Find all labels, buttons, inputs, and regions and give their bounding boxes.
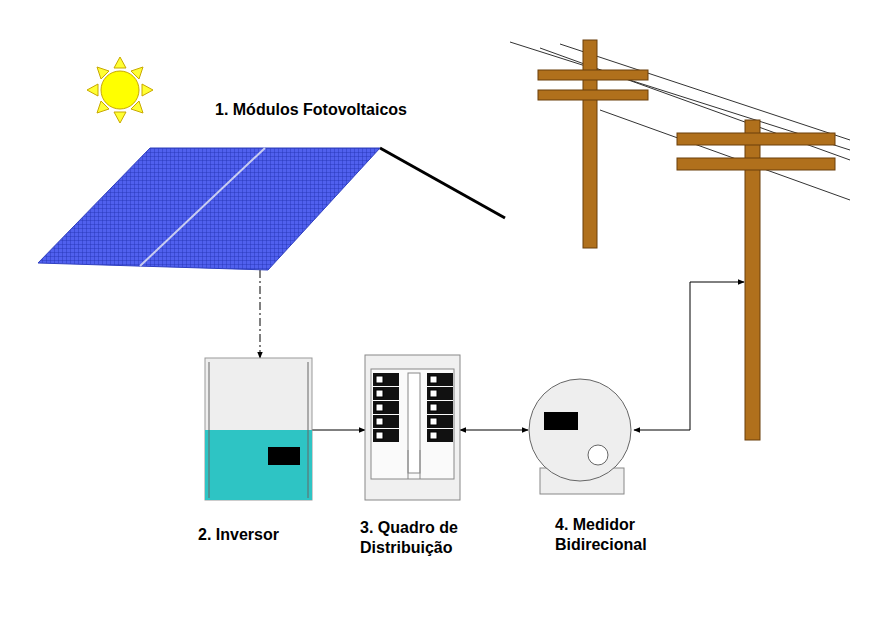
breaker (427, 373, 453, 386)
component-label: 4. Medidor Bidirecional (555, 515, 675, 555)
sun (87, 57, 153, 123)
connector (312, 430, 365, 431)
distribution-board: 3. Quadro de Distribuição (365, 355, 460, 500)
utility-pole (677, 120, 835, 440)
pv-panel-shape (38, 148, 380, 270)
grid-connection-wire (634, 282, 744, 430)
bidirectional-meter: 4. Medidor Bidirecional (528, 378, 632, 498)
roof-line (380, 148, 505, 218)
breaker (373, 415, 399, 428)
breaker (373, 373, 399, 386)
inverter-shape (205, 358, 312, 500)
breaker (427, 401, 453, 414)
board-housing (365, 355, 460, 500)
breaker (373, 429, 399, 442)
component-label: 3. Quadro de Distribuição (360, 518, 478, 558)
meter-display (544, 412, 578, 430)
panel-shape (38, 148, 380, 270)
connector (260, 270, 261, 358)
meter-shape (528, 378, 632, 498)
board-shape (365, 355, 460, 500)
breaker (427, 429, 453, 442)
utility-pole (538, 40, 648, 248)
meter-body (529, 379, 631, 481)
breaker (373, 401, 399, 414)
inverter-lower (205, 430, 312, 500)
breaker (427, 415, 453, 428)
inverter: 2. Inversor (205, 358, 312, 500)
breaker (373, 387, 399, 400)
pv-modules: 1. Módulos Fotovoltaicos (38, 148, 380, 270)
inverter-display (268, 447, 300, 465)
breaker (427, 387, 453, 400)
power-wires (510, 42, 850, 200)
component-label: 2. Inversor (198, 525, 279, 545)
inverter-housing (205, 358, 312, 500)
connector (460, 430, 528, 431)
panel-divider (140, 148, 265, 266)
component-label: 1. Módulos Fotovoltaicos (215, 100, 407, 120)
